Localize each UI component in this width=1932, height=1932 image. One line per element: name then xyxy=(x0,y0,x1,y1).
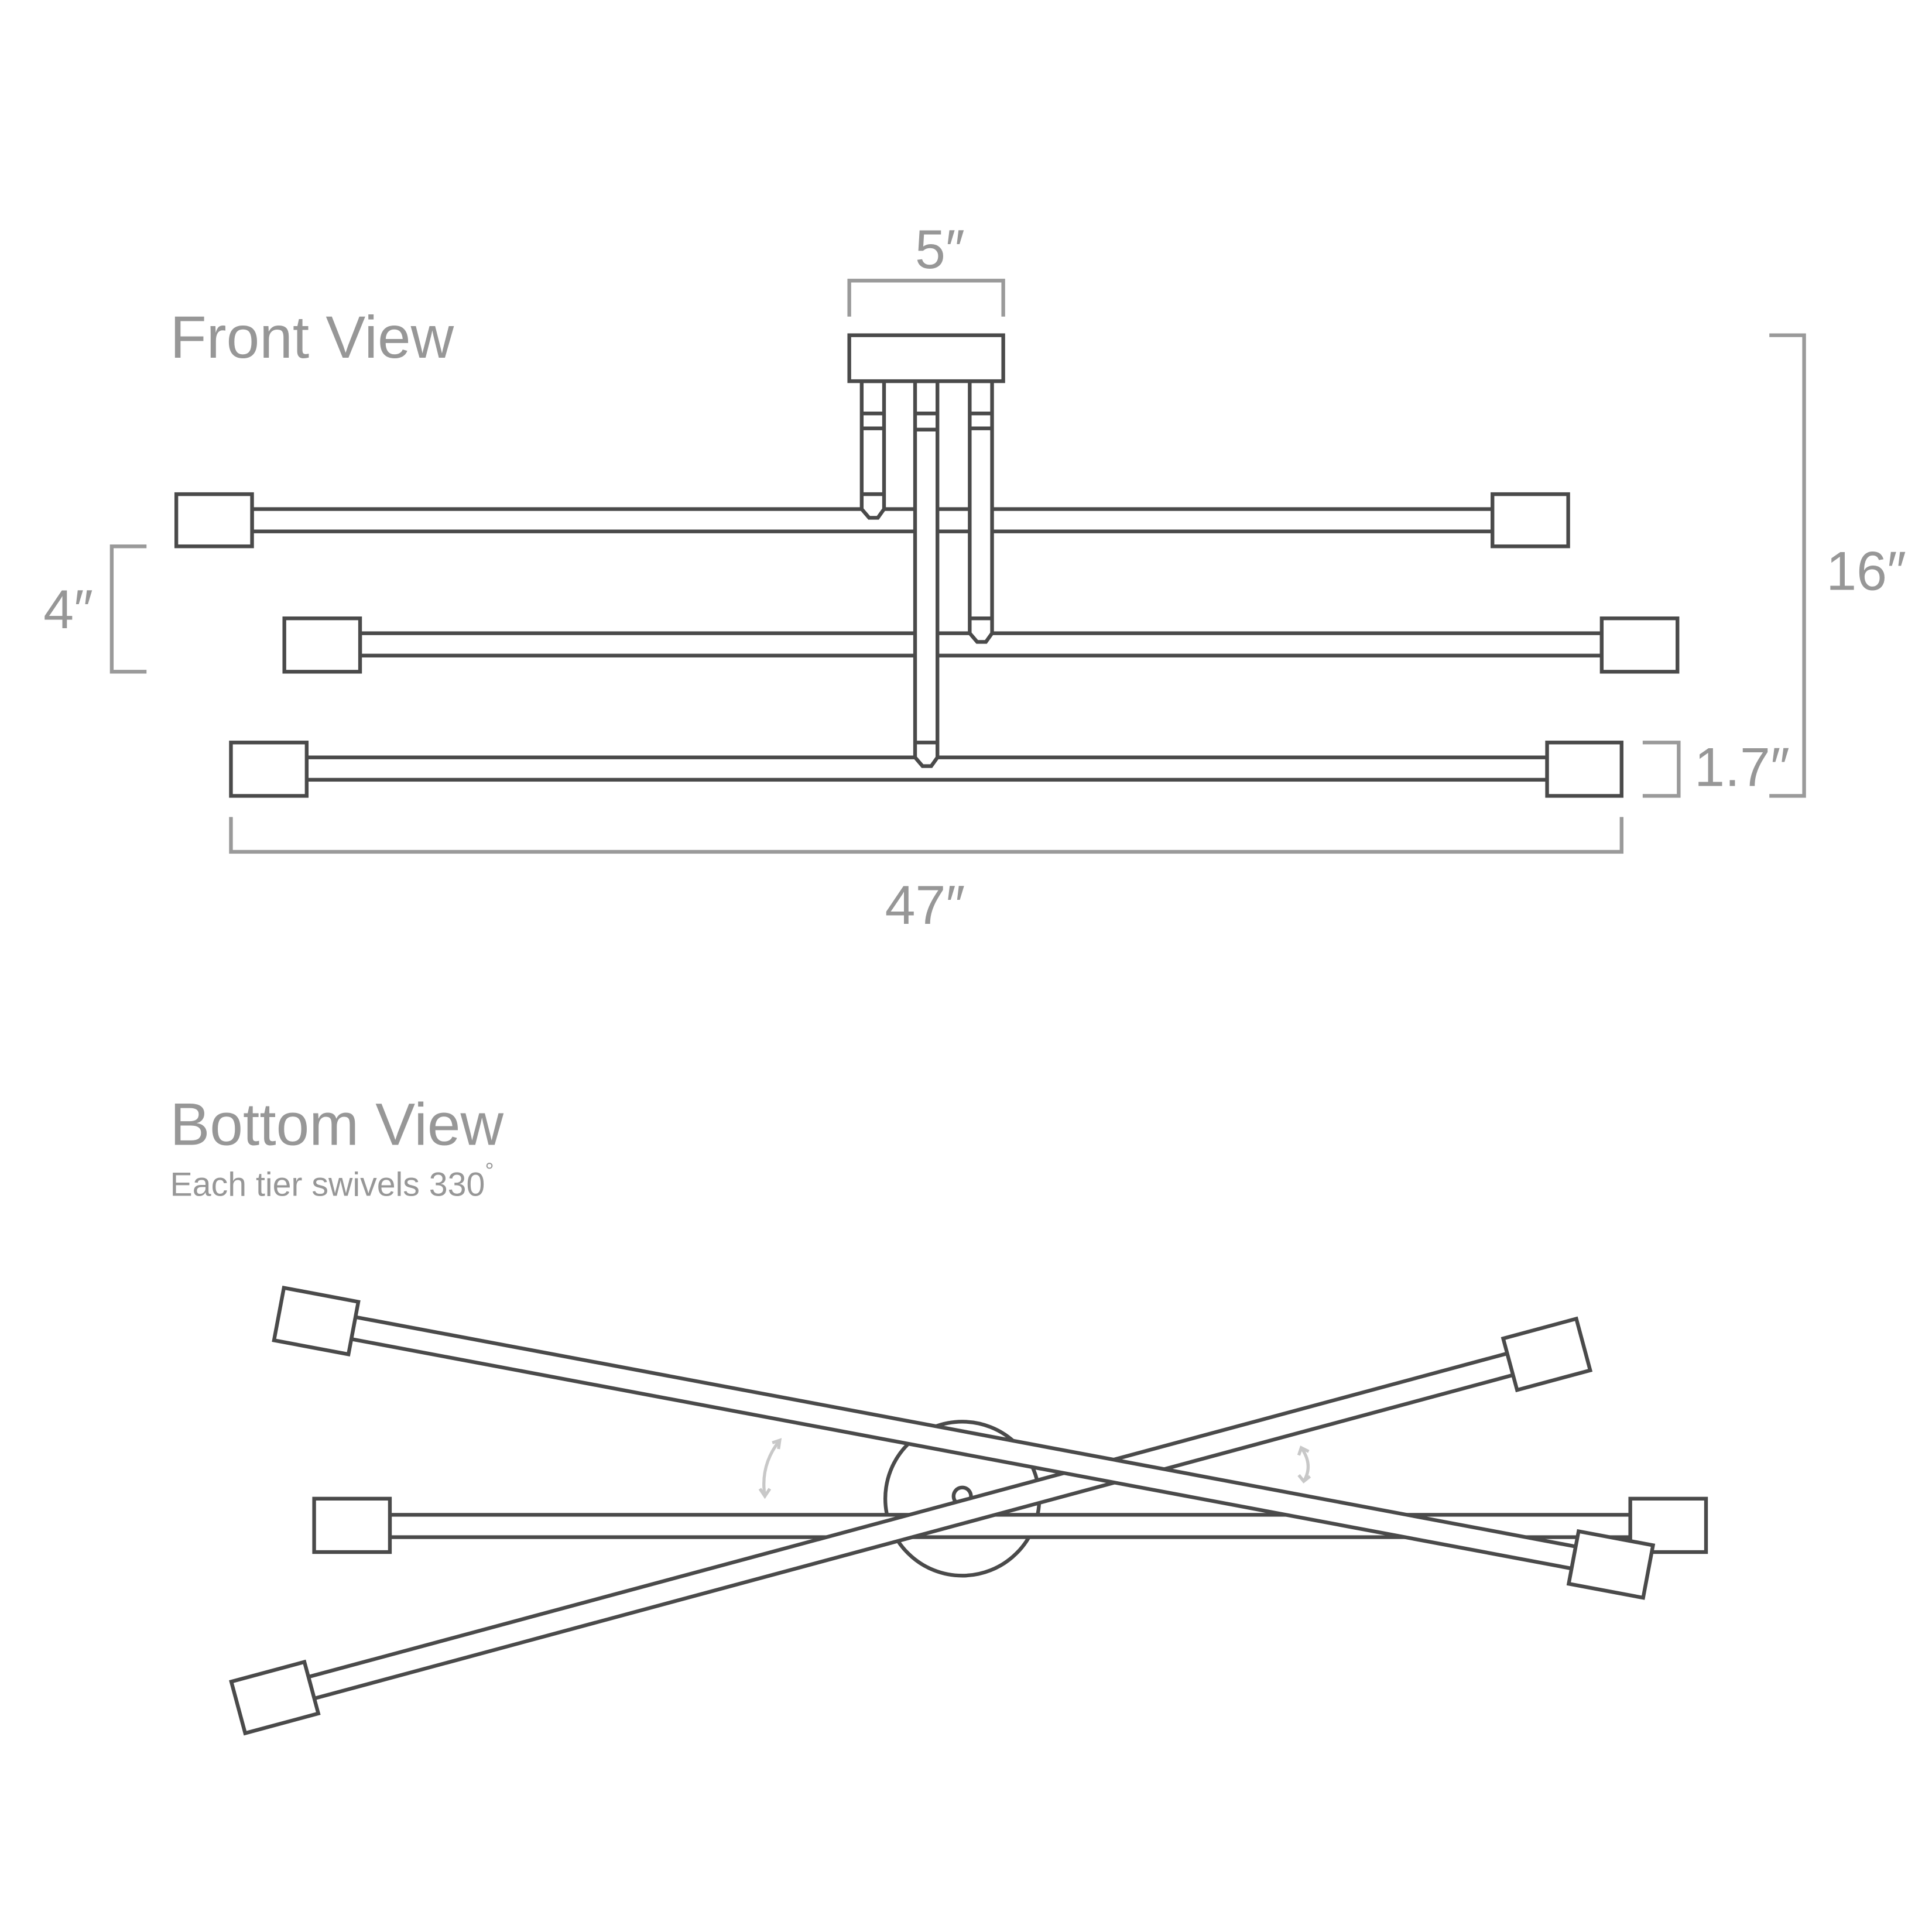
tier-middle xyxy=(282,616,1680,674)
bottom-view-subtitle: Each tier swivels 330° xyxy=(170,1159,494,1204)
stem-left xyxy=(859,379,886,520)
dimension-label: 16″ xyxy=(1826,540,1906,601)
bottom-view-drawing xyxy=(229,1285,1708,1736)
stem-center xyxy=(913,379,940,768)
dimension-overall-height: 16″ xyxy=(1769,333,1906,798)
tier-diagonal-rising xyxy=(229,1316,1593,1736)
dimension-canopy-width: 5″ xyxy=(847,219,1005,317)
dimension-label: 5″ xyxy=(915,219,965,280)
dimension-overall-width: 47″ xyxy=(229,817,1623,936)
subtitle-text: Each tier swivels 330 xyxy=(170,1166,485,1203)
swivel-arrow-icon xyxy=(1297,1445,1311,1484)
front-view-title: Front View xyxy=(170,304,454,371)
bottom-view-title: Bottom View xyxy=(170,1091,504,1157)
front-view-drawing xyxy=(174,333,1680,798)
swivel-arrow-icon xyxy=(758,1438,782,1499)
dimension-label: 1.7″ xyxy=(1694,737,1790,797)
dimension-socket-height: 1.7″ xyxy=(1642,737,1790,798)
canopy xyxy=(847,333,1005,383)
dimension-label: 4″ xyxy=(43,579,93,640)
stem-right xyxy=(968,379,994,644)
dimension-tier-spacing: 4″ xyxy=(43,544,147,674)
dimension-label: 47″ xyxy=(885,875,965,936)
degree-symbol: ° xyxy=(485,1159,494,1184)
tier-diagonal-falling xyxy=(272,1285,1656,1600)
